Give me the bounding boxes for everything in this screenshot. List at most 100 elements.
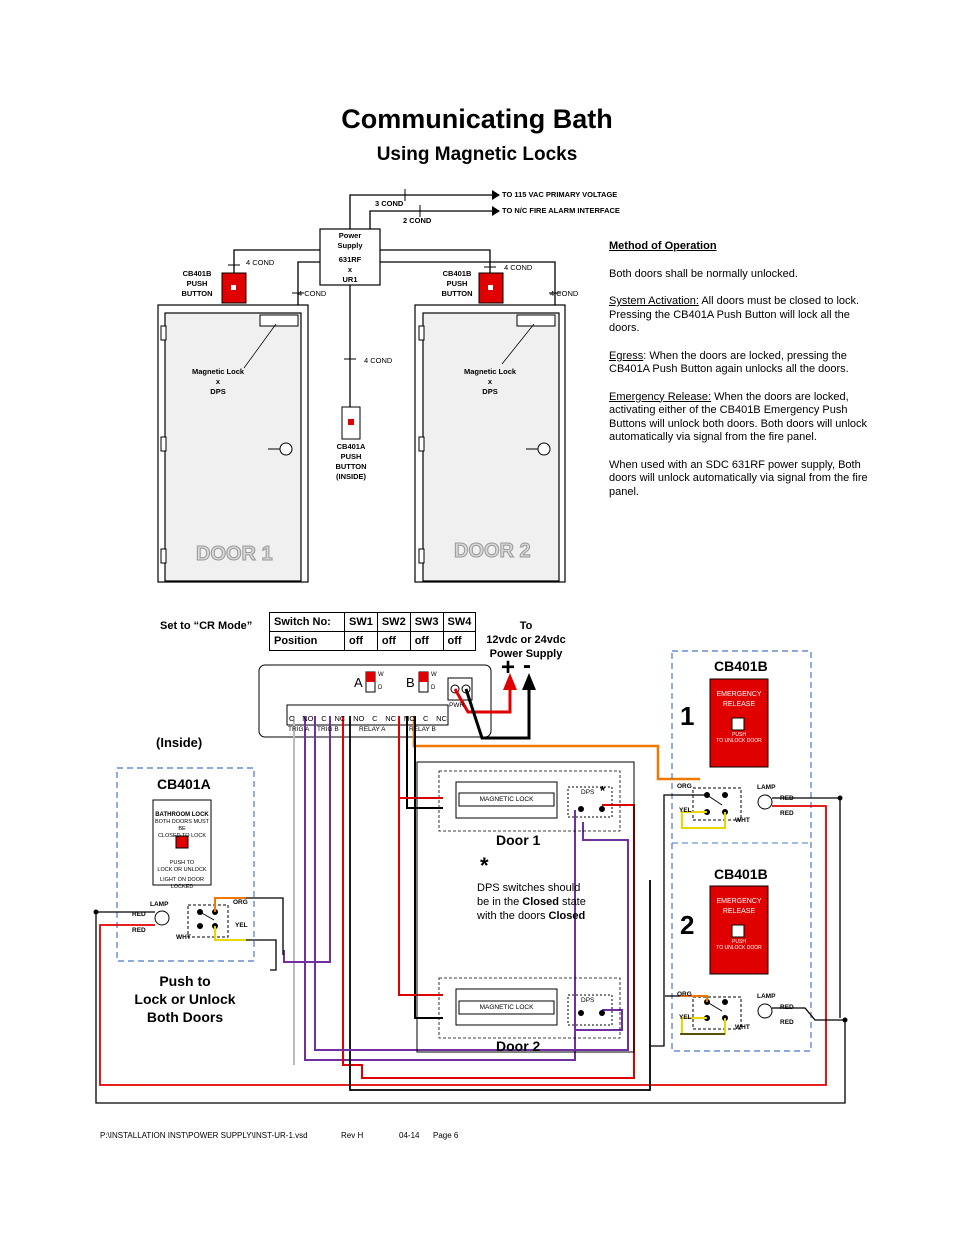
door2-block-label: Door 2 [496, 1038, 541, 1054]
cb401a-lamp-icon [154, 910, 170, 926]
cb401b-red-label: RED [780, 795, 794, 802]
to-primary-label: TO 115 VAC PRIMARY VOLTAGE [502, 190, 618, 199]
cb401b-org-label: ORG [677, 991, 692, 998]
switch-cell: off [442, 631, 477, 651]
primary-voltage-line [349, 194, 492, 229]
set-mode-label: Set to “CR Mode” [160, 620, 253, 632]
cond4-label: 4 COND [298, 289, 327, 298]
note-star: * [480, 853, 489, 878]
cb401b-lamp2-icon [757, 1003, 773, 1019]
door2-maglock-block [458, 1000, 555, 1015]
door1-maglock-block [458, 792, 555, 807]
page-title: Communicating Bath [341, 104, 613, 134]
minus-arrow [522, 673, 536, 690]
door1-panel [164, 312, 302, 582]
cb401b-red-label: RED [780, 810, 794, 817]
door1-label: DOOR 1 [196, 543, 274, 566]
cb401a-red-label: RED [132, 911, 146, 918]
switch-cell: off [344, 631, 378, 651]
cb401b-lamp-label: LAMP [757, 993, 776, 1000]
door1-maglock-label: MAGNETIC LOCK [479, 796, 534, 803]
cb401a-wht-label: WHT [176, 934, 191, 941]
power-supply-box [319, 228, 381, 286]
door1-knob-icon [279, 442, 293, 456]
cb401a-lamp-label: LAMP [150, 901, 169, 908]
cb401b-yel-label: YEL [679, 807, 692, 814]
cb401b-wht-label: WHT [735, 1024, 750, 1031]
power-supply-label: Power Supply 631RF x UR1 [337, 231, 363, 284]
method-of-operation: Method of Operation Both doors shall be … [609, 240, 871, 513]
dip-d-label: D [431, 685, 436, 691]
cb401a-title: CB401A [157, 776, 211, 792]
fire-alarm-line [369, 210, 492, 229]
cond4-label: 4 COND [246, 258, 275, 267]
inside-label: (Inside) [156, 735, 203, 750]
dps1-star: * [600, 783, 606, 798]
cb401b-lamp-label: LAMP [757, 784, 776, 791]
switch-header: SW4 [442, 612, 477, 632]
switch-header: SW3 [409, 612, 444, 632]
dip-w-label: W [378, 672, 384, 678]
method-p1: Both doors shall be normally unlocked. [609, 267, 798, 280]
footer-date: 04-14 [399, 1131, 420, 1140]
cb401b-yel-label: YEL [679, 1014, 692, 1021]
switch-header: SW2 [376, 612, 411, 632]
dps1-label: DPS [581, 789, 595, 796]
switch-table: Switch No: SW1 SW2 SW3 SW4 Position off … [269, 612, 477, 651]
cond2-label: 2 COND [403, 216, 432, 225]
method-p4: Emergency Release: When the doors are lo… [609, 390, 868, 444]
cb401b-num-2: 2 [680, 910, 695, 940]
switch-header: Switch No: [269, 612, 345, 632]
dip-b-label: B [406, 675, 415, 690]
dip-a-label: A [354, 675, 363, 690]
cb401a-red-label: RED [132, 927, 146, 934]
cb401b-wht-label: WHT [735, 817, 750, 824]
group-trig-a: TRIG A [288, 726, 310, 733]
door1-block-label: Door 1 [496, 832, 541, 848]
dps-note: DPS switches should be in the Closed sta… [477, 882, 586, 922]
switch-cell: off [409, 631, 444, 651]
group-relay-a: RELAY A [359, 726, 386, 733]
dps2-label: DPS [581, 997, 595, 1004]
door2-block [438, 977, 621, 1039]
cb401b-lamp1-icon [757, 794, 773, 810]
plus-arrow [503, 673, 517, 690]
minus-label: - [523, 652, 531, 679]
cb401a-yel-label: YEL [235, 922, 248, 929]
cb401b-org-label: ORG [677, 783, 692, 790]
group-relay-b: RELAY B [409, 726, 436, 733]
to-fire-label: TO N/C FIRE ALARM INTERFACE [502, 206, 620, 215]
method-p5: When used with an SDC 631RF power supply… [609, 458, 868, 498]
door1-maglock [259, 314, 299, 327]
cb401b-red-label: RED [780, 1004, 794, 1011]
method-heading: Method of Operation [609, 240, 717, 252]
plus-label: + [501, 654, 516, 681]
door2-panel [422, 312, 560, 582]
cb401b-title-2: CB401B [714, 866, 768, 882]
cond4-label: 4 COND [550, 289, 579, 298]
switch-cell: off [376, 631, 411, 651]
cb401b-title-1: CB401B [714, 658, 768, 674]
primary-arrow [492, 190, 500, 200]
page-subtitle: Using Magnetic Locks [376, 144, 578, 165]
door2-maglock [516, 314, 556, 327]
footer-path: P:\INSTALLATION INST\POWER SUPPLY\INST-U… [100, 1131, 308, 1140]
door1-block [438, 770, 621, 832]
door2-knob-icon [537, 442, 551, 456]
switch-cell: Position [269, 631, 345, 651]
switch-header: SW1 [344, 612, 378, 632]
dip-d-label: D [378, 685, 383, 691]
method-p3: Egress: When the doors are locked, press… [609, 349, 849, 376]
cb401b-num-1: 1 [680, 701, 695, 731]
cond4-label: 4 COND [364, 356, 393, 365]
pwr-label: PWR [449, 702, 465, 709]
group-trig-b: TRIG B [317, 726, 339, 733]
